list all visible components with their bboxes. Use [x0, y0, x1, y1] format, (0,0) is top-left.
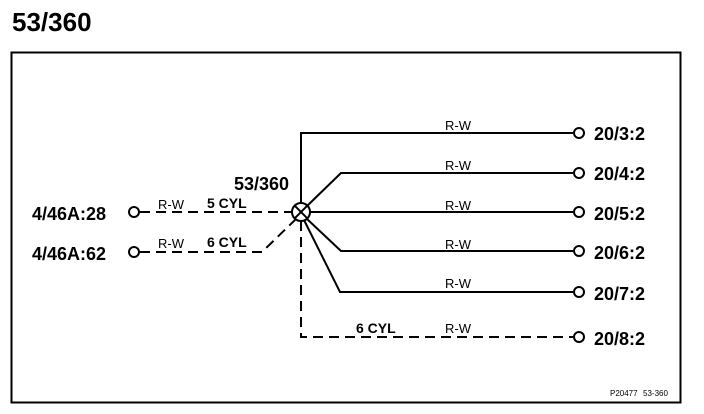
reference-code: P20477: [610, 389, 638, 398]
input-wire-1: [128, 206, 292, 218]
wire-color-label: R-W: [445, 158, 472, 173]
connector-pin-icon: [573, 167, 585, 179]
input-wire-2: [128, 218, 297, 258]
connector-pin-icon: [128, 206, 140, 218]
wire-color-label: R-W: [445, 237, 472, 252]
output-wire-6: [300, 221, 585, 343]
wire-color-label: R-W: [445, 276, 472, 291]
cylinder-note: 6 CYL: [207, 234, 247, 250]
output-label-5: 20/7:2: [594, 284, 645, 304]
connector-pin-icon: [573, 245, 585, 257]
wire-color-label: R-W: [445, 118, 472, 133]
connector-pin-icon: [573, 331, 585, 343]
output-label-1: 20/3:2: [594, 124, 645, 144]
connector-pin-icon: [573, 286, 585, 298]
splice-node-label: 53/360: [234, 174, 289, 194]
output-wire-3: [310, 206, 585, 218]
reference-id: 53-360: [643, 389, 668, 398]
output-label-2: 20/4:2: [594, 164, 645, 184]
wire-color-label: R-W: [158, 236, 185, 251]
connector-pin-icon: [573, 206, 585, 218]
page-title: 53/360: [12, 7, 92, 37]
output-wire-4: [306, 218, 585, 257]
output-label-6: 20/8:2: [594, 329, 645, 349]
diagram-frame: [10, 51, 682, 404]
cylinder-note: 6 CYL: [356, 320, 396, 336]
output-label-4: 20/6:2: [594, 243, 645, 263]
output-wire-1: [300, 127, 585, 203]
wire-color-label: R-W: [445, 321, 472, 336]
connector-pin-icon: [128, 246, 140, 258]
output-wire-2: [306, 167, 585, 207]
input-label-2: 4/46A:62: [32, 244, 106, 264]
output-wire-5: [303, 219, 585, 298]
output-label-3: 20/5:2: [594, 204, 645, 224]
wire-color-label: R-W: [445, 198, 472, 213]
input-label-1: 4/46A:28: [32, 204, 106, 224]
cylinder-note: 5 CYL: [207, 195, 247, 211]
wire-color-label: R-W: [158, 197, 185, 212]
connector-pin-icon: [573, 127, 585, 139]
